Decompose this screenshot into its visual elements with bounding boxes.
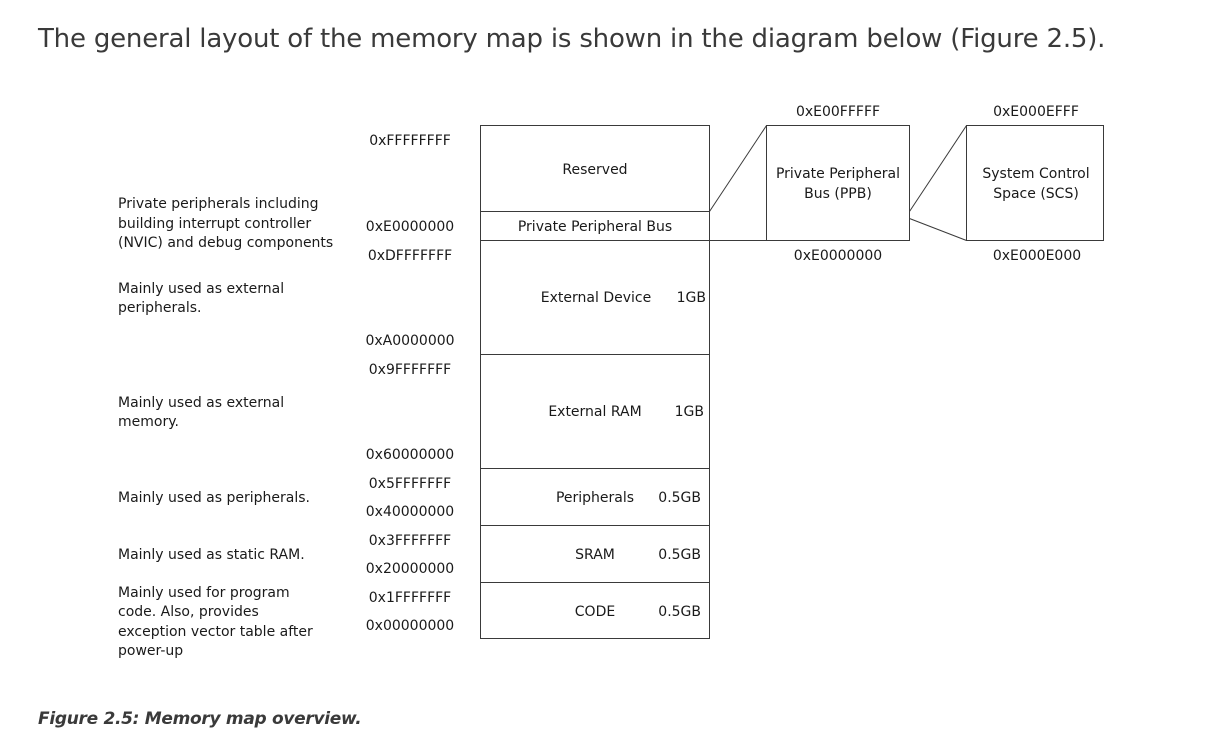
description-line: Mainly used as external <box>118 281 284 297</box>
scs-zoom-top-address: 0xE000EFFF <box>993 104 1079 120</box>
region-name-code: CODE <box>575 604 615 620</box>
region-name-reserved: Reserved <box>562 162 627 178</box>
address-label: 0xFFFFFFFF <box>369 133 451 149</box>
region-name-ppb: Private Peripheral Bus <box>518 219 672 235</box>
address-label: 0x1FFFFFFF <box>369 590 451 606</box>
region-size-code: 0.5GB <box>658 604 701 620</box>
description-line: building interrupt controller <box>118 216 311 232</box>
description-line: power-up <box>118 643 183 659</box>
description-line: (NVIC) and debug components <box>118 235 333 251</box>
description-line: Mainly used as peripherals. <box>118 490 310 506</box>
description-line: exception vector table after <box>118 624 313 640</box>
description-line: memory. <box>118 414 179 430</box>
description-line: Mainly used as static RAM. <box>118 547 305 563</box>
address-label: 0x60000000 <box>366 447 454 463</box>
figure-caption: Figure 2.5: Memory map overview. <box>38 709 362 729</box>
description-line: Private peripherals including <box>118 196 319 212</box>
connector-line <box>709 125 767 212</box>
region-name-sram: SRAM <box>575 547 615 563</box>
ppb-zoom-label-line: Private Peripheral <box>776 166 900 182</box>
address-label: 0x3FFFFFFF <box>369 533 451 549</box>
region-descriptions: Private peripherals including building i… <box>118 196 333 659</box>
ppb-zoom-bottom-address: 0xE0000000 <box>794 248 882 264</box>
address-label: 0x00000000 <box>366 618 454 634</box>
scs-zoom-label-line: System Control <box>982 166 1089 182</box>
address-label: 0x40000000 <box>366 504 454 520</box>
description-line: code. Also, provides <box>118 604 259 620</box>
address-label: 0x5FFFFFFF <box>369 476 451 492</box>
ppb-zoom-box <box>766 125 910 241</box>
region-size-ext-ram: 1GB <box>675 404 704 420</box>
region-size-ext-device: 1GB <box>677 290 706 306</box>
address-label: 0xE0000000 <box>366 219 454 235</box>
description-line: peripherals. <box>118 300 202 316</box>
connector-line <box>909 125 967 212</box>
connector-line <box>909 218 967 241</box>
zoom-connectors <box>709 125 967 241</box>
page-heading: The general layout of the memory map is … <box>38 24 1106 54</box>
ppb-zoom-top-address: 0xE00FFFFF <box>796 104 880 120</box>
address-label: 0x9FFFFFFF <box>369 362 451 378</box>
address-label: 0xA0000000 <box>365 333 454 349</box>
region-name-peripherals: Peripherals <box>556 490 634 506</box>
region-size-peripherals: 0.5GB <box>658 490 701 506</box>
region-name-ext-ram: External RAM <box>548 404 641 420</box>
address-label: 0xDFFFFFFF <box>368 248 452 264</box>
region-name-ext-device: External Device <box>541 290 651 306</box>
scs-zoom: 0xE000EFFF System Control Space (SCS) 0x… <box>966 104 1104 264</box>
memory-column: Reserved Private Peripheral Bus External… <box>480 125 710 639</box>
description-line: Mainly used for program <box>118 585 290 601</box>
scs-zoom-box <box>966 125 1104 241</box>
region-box-code <box>480 582 710 639</box>
address-label: 0x20000000 <box>366 561 454 577</box>
address-labels: 0xFFFFFFFF 0xE0000000 0xDFFFFFFF 0xA0000… <box>365 133 454 634</box>
ppb-zoom-label-line: Bus (PPB) <box>804 186 872 202</box>
scs-zoom-bottom-address: 0xE000E000 <box>993 248 1081 264</box>
ppb-zoom: 0xE00FFFFF Private Peripheral Bus (PPB) … <box>766 104 910 264</box>
description-line: Mainly used as external <box>118 395 284 411</box>
scs-zoom-label-line: Space (SCS) <box>993 186 1079 202</box>
region-size-sram: 0.5GB <box>658 547 701 563</box>
